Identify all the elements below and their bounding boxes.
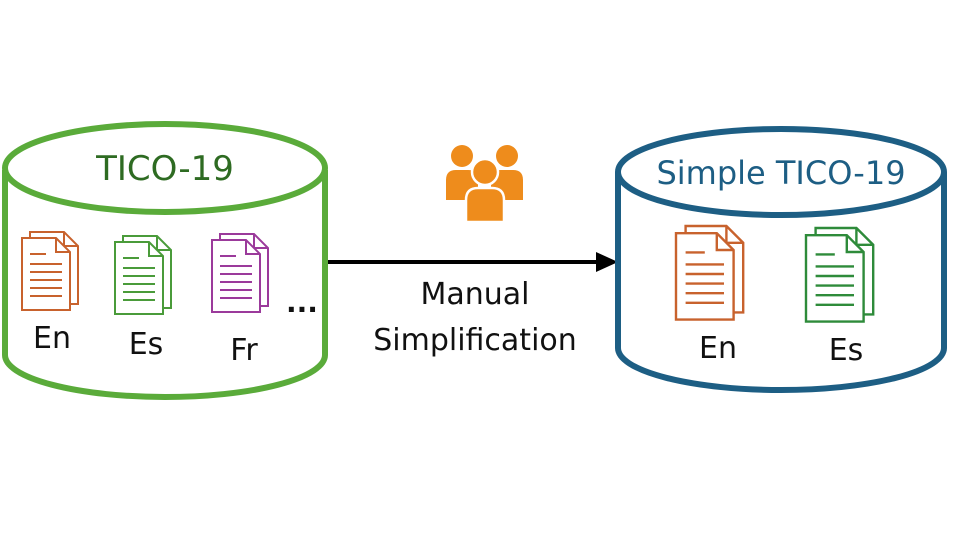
target-database-top [615,126,947,218]
language-label-es: Es [829,333,864,368]
target-database: Simple TICO-19 En Es [615,126,947,393]
language-label-fr: Fr [230,333,258,368]
people-group-icon [446,145,523,224]
more-languages-ellipsis: ... [286,286,318,319]
document-icon-es [804,226,875,323]
source-database-top [2,121,328,215]
document-icon-en [674,224,745,321]
document-icon-en [21,231,79,311]
process-arrow [328,252,618,272]
target-database-title: Simple TICO-19 [656,154,905,192]
language-label-es: Es [129,327,164,362]
language-label-en: En [33,321,71,356]
source-database: TICO-19 En Es Fr ... [2,121,328,400]
process-label-line-1: Manual [420,277,529,312]
language-label-en: En [699,331,737,366]
process-label-line-2: Simplification [373,323,577,358]
document-icon-fr [211,233,269,313]
document-icon-es [114,235,172,315]
source-database-title: TICO-19 [95,149,234,189]
